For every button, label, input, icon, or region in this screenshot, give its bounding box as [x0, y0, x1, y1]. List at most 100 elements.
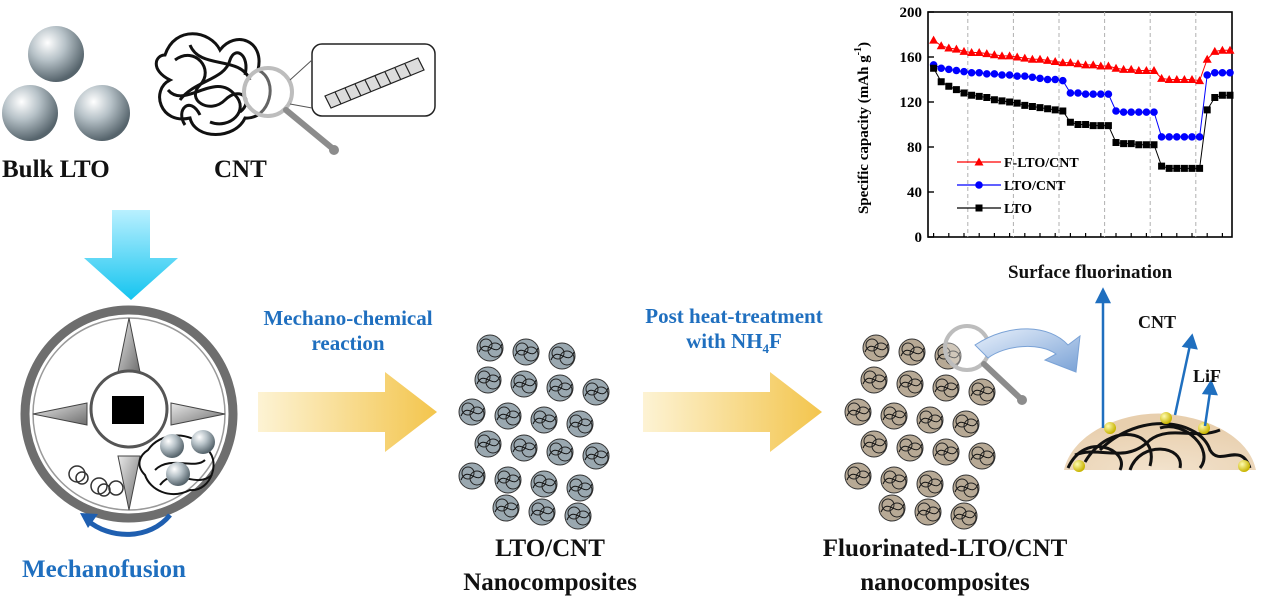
nanocomposite-particle [880, 402, 908, 430]
data-point [1203, 106, 1211, 114]
nanocomposite-particle [548, 342, 576, 370]
data-point [974, 48, 984, 56]
rate-step-dividers [967, 12, 1197, 237]
data-point [1059, 107, 1067, 115]
data-point [1005, 51, 1015, 60]
y-tick-label: 120 [900, 95, 923, 111]
data-point [1059, 76, 1067, 85]
nanocomposite-particle [932, 374, 960, 402]
data-point [1119, 108, 1128, 116]
data-point [1165, 133, 1173, 141]
post-heat-treatment-label: Post heat-treatment with NH4F [645, 304, 823, 357]
mechanofusion-rotor [20, 305, 238, 523]
data-point [1005, 71, 1014, 79]
nanocomposite-particle [492, 494, 520, 522]
mechanofusion-label: Mechanofusion [22, 556, 186, 583]
lto-sphere [28, 26, 84, 82]
zoom-swoosh-arrow-icon [974, 328, 1081, 373]
data-point [1195, 133, 1204, 141]
nanocomposite-particle [530, 470, 558, 498]
data-point [1089, 122, 1097, 130]
data-point [1013, 72, 1021, 80]
data-point [1096, 61, 1106, 70]
data-point [967, 48, 977, 56]
nanocomposite-particle [582, 378, 610, 406]
legend-item: LTO/CNT [957, 179, 1066, 194]
nanocomposite-particle [914, 498, 942, 526]
nanocomposite-particle [474, 430, 502, 458]
data-point [1142, 108, 1151, 116]
data-point [936, 41, 946, 50]
legend-item: F-LTO/CNT [957, 156, 1079, 171]
data-point [1103, 61, 1113, 70]
data-point [1112, 139, 1120, 146]
data-point [1165, 164, 1173, 172]
data-point [1157, 73, 1167, 82]
data-point [967, 68, 976, 77]
nanocomposite-particle [898, 338, 926, 366]
data-point [1104, 122, 1112, 130]
data-point [1149, 66, 1159, 74]
data-point [1081, 60, 1091, 69]
data-point [1028, 73, 1037, 82]
nanocomposite-particle [896, 370, 924, 398]
nanocomposite-particle [916, 470, 944, 498]
data-point [1035, 54, 1045, 63]
data-point [1051, 106, 1059, 114]
data-point [1043, 75, 1052, 84]
data-point [1188, 133, 1196, 141]
carbon-nanotube-icon [324, 57, 425, 109]
data-point [1066, 89, 1075, 97]
nanocomposite-particle [458, 398, 486, 426]
series-lto [930, 64, 1234, 172]
data-point [975, 181, 983, 189]
data-point [952, 66, 961, 75]
data-point [1021, 101, 1029, 109]
data-point [1187, 75, 1197, 83]
y-tick-label: 160 [900, 50, 923, 66]
rotation-arrow-icon [85, 513, 172, 537]
series-lto-cnt [929, 61, 1234, 141]
chart-series [929, 35, 1235, 172]
data-point [1141, 66, 1151, 74]
nanocomposite-particle [878, 494, 906, 522]
nanocomposite-particle [844, 462, 872, 490]
pointer-arrows [1094, 287, 1218, 428]
data-point [1135, 108, 1143, 116]
nanocomposite-particle [916, 406, 944, 434]
data-point [944, 43, 954, 52]
nanocomposite-particle [510, 370, 538, 398]
nanocomposite-particle [458, 462, 486, 490]
lto-cnt-nanocomposite-cluster [458, 334, 610, 530]
data-point [1119, 64, 1129, 73]
data-point [930, 64, 938, 72]
nanocomposite-particle [880, 466, 908, 494]
data-point [937, 64, 945, 73]
process-arrow-icon [643, 372, 822, 452]
data-point [1104, 90, 1113, 98]
data-point [1218, 68, 1227, 77]
process-arrow-icon [258, 372, 437, 452]
data-point [975, 92, 983, 100]
nanocomposite-particle [860, 430, 888, 458]
nanocomposite-particle [952, 474, 980, 502]
cnt-right-label: CNT [1138, 312, 1177, 332]
data-point [1226, 68, 1234, 77]
cnt-label: CNT [214, 156, 267, 183]
data-point [1217, 45, 1227, 54]
legend-label: LTO/CNT [1004, 179, 1066, 194]
plot-frame [927, 11, 1233, 238]
data-point [1012, 52, 1022, 61]
data-point [968, 91, 976, 99]
y-axis-label: Specific capacity (mAh g-1) [853, 42, 872, 214]
data-point [1126, 64, 1136, 73]
data-point [998, 71, 1006, 79]
nanocomposite-particle [860, 366, 888, 394]
data-point [1065, 58, 1075, 67]
data-point [1150, 108, 1158, 116]
data-point [1027, 54, 1037, 63]
data-point [959, 46, 969, 55]
nanocomposite-particle [510, 434, 538, 462]
y-tick-label: 40 [907, 185, 922, 201]
data-point [982, 49, 992, 58]
